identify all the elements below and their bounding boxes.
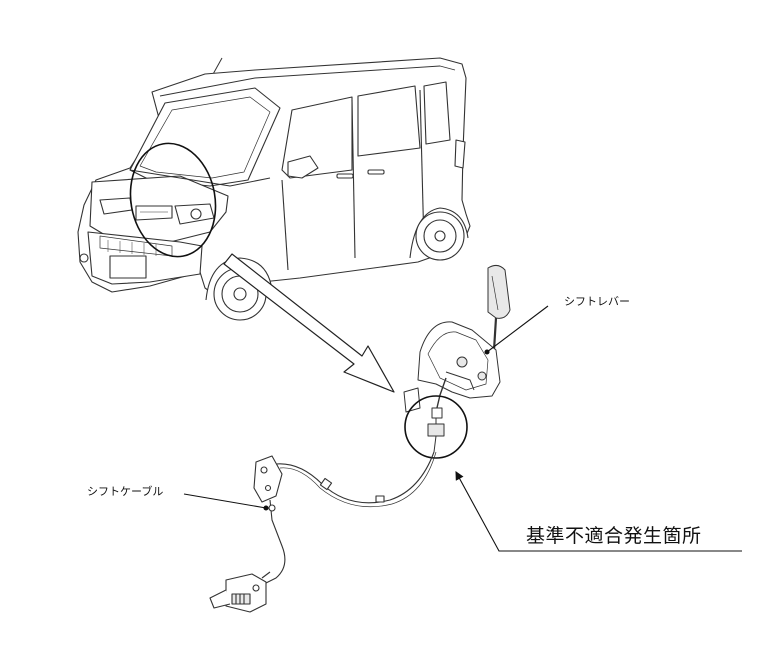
vehicle-illustration xyxy=(77,57,471,321)
shift-cable-leader xyxy=(183,493,267,509)
engine-bay-highlight-circle xyxy=(129,142,217,258)
shift-cable-label: シフトケーブル xyxy=(87,485,164,498)
nonconformity-highlight-circle xyxy=(404,395,468,459)
shift-lever-label: シフトレバー xyxy=(564,295,630,308)
callout-leaders xyxy=(183,305,742,552)
shift-lever-leader xyxy=(486,305,549,353)
pointer-arrow xyxy=(223,253,395,393)
nonconformity-location-label: 基準不適合発生箇所 xyxy=(526,525,702,547)
nonconformity-leader xyxy=(455,471,742,552)
shift-cable-illustration xyxy=(209,451,437,613)
shift-lever-illustration xyxy=(403,264,511,453)
